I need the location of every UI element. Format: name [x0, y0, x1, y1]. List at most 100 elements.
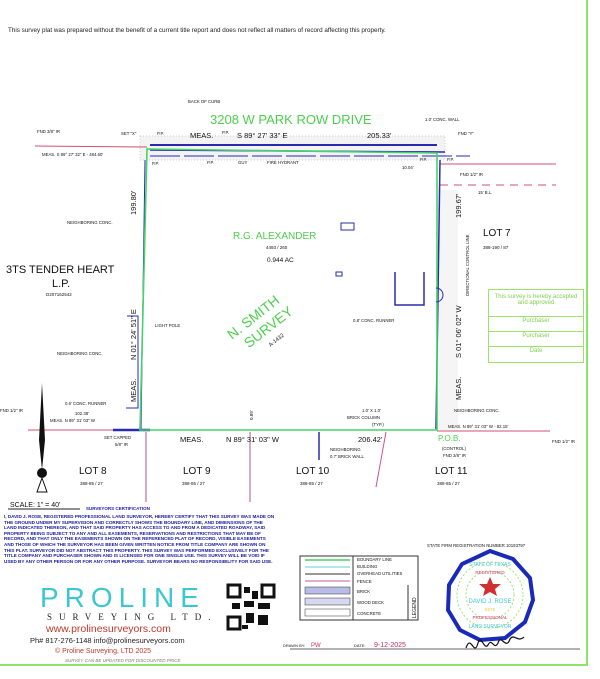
purchaser-line-2[interactable]: Purchaser — [489, 332, 583, 347]
note-brick-column: BRICK COLUMN — [347, 415, 380, 420]
note-set-capped: SET CAPPED — [104, 435, 131, 440]
legend-item: CONCRETE — [357, 611, 381, 616]
firm-registration: STATE FIRM REGISTRATION NUMBER 10193797 — [427, 543, 526, 548]
note-pp: P.P. — [222, 130, 229, 135]
company-subtitle: SURVEYING LTD. — [47, 612, 218, 622]
acceptance-text: This survey is hereby accepted and appro… — [489, 290, 583, 317]
note-fnd-12-ir: FND 1/2" IR — [460, 172, 483, 177]
legend-item: WOOD DECK — [357, 600, 384, 605]
utility-box — [335, 271, 343, 277]
note-pp: P.P. — [420, 157, 427, 162]
note-brick-column: (TYP.) — [372, 422, 384, 427]
seal-name: DAVID J. ROSE — [469, 599, 512, 605]
legend-labels: BOUNDARY LINE BUILDING OVERHEAD UTILITIE… — [357, 557, 418, 618]
owner-area: 0.944 AC — [267, 257, 294, 264]
legend-title: LEGEND — [412, 597, 418, 618]
disclaimer: This survey plat was prepared without th… — [8, 27, 386, 34]
note-pp: P.P. — [157, 131, 164, 136]
lot-10-label: LOT 10 — [296, 466, 330, 477]
purchaser-line-1[interactable]: Purchaser — [489, 317, 583, 332]
neighboring-concrete — [126, 315, 139, 409]
offset-top: 10.04' — [402, 165, 414, 170]
left-dist: 199.80' — [129, 190, 138, 215]
bottom-meas: MEAS. — [180, 435, 203, 444]
right-bearing: S 01° 06' 02" W — [454, 305, 463, 358]
surveyor-certification: I, DAVID J. ROSE, REGISTERED PROFESSIONA… — [4, 514, 275, 564]
note-fire-hydrant: FIRE HYDRANT — [267, 160, 299, 165]
seal-bottom: LAND SURVEYOR — [469, 624, 512, 630]
note-brick-column: 1.0' X 1.0' — [362, 408, 381, 413]
legend — [299, 555, 419, 621]
seal-number: 5976 — [485, 607, 496, 612]
bottom-bearing: N 89° 31' 03" W — [226, 435, 280, 444]
note-fnd-y: FND "Y" — [458, 131, 474, 136]
date-label: DATE: — [354, 643, 365, 648]
drawn-by-label: DRAWN BY: — [283, 643, 305, 648]
seal-professional: PROFESSIONAL — [472, 615, 508, 620]
street-name: 3208 W PARK ROW DRIVE — [210, 112, 372, 127]
qr-code — [226, 583, 276, 631]
note-neighboring-conc: NEIGHBORING CONC. — [67, 220, 113, 225]
owner-record: 4493 / 260 — [266, 245, 288, 250]
legend-item: BOUNDARY LINE — [357, 557, 392, 562]
offset: 0.89' — [249, 410, 254, 420]
lot-11-label: LOT 11 — [435, 466, 468, 477]
note-neighboring-conc: NEIGHBORING CONC. — [57, 351, 103, 356]
conc-runner — [394, 272, 425, 306]
owner-name: R.G. ALEXANDER — [233, 231, 316, 242]
scale: SCALE: 1" = 40' — [10, 502, 60, 509]
drive-concrete — [438, 190, 458, 430]
note-building-line: 15' B.L. — [478, 190, 492, 195]
note-fnd-12-ir-left: FND 1/2" IR — [0, 408, 23, 413]
top-bearing: S 89° 27' 33" E — [237, 131, 287, 140]
legend-item: BUILDING — [357, 564, 378, 569]
left-bearing: N 01° 24' 51" E — [129, 309, 138, 360]
company-copyright: © Proline Surveying, LTD 2025 — [55, 648, 152, 655]
adjoiner-record: D207162542 — [46, 292, 72, 297]
note-guy: GUY — [238, 160, 247, 165]
note-fnd-38-ir: FND 3/8" IR — [37, 129, 60, 134]
utility-box — [340, 222, 355, 231]
legend-item: OVERHEAD UTILITIES — [357, 571, 402, 576]
surveyor-seal: STATE OF TEXAS REGISTERED DAVID J. ROSE … — [445, 548, 536, 643]
lot-8-record: 388-85 / 27 — [80, 481, 103, 486]
legend-item: BRICK — [357, 589, 370, 594]
certification-title: SURVEYORS CERTIFICATION — [86, 506, 150, 511]
pob-label: P.O.B. — [438, 434, 461, 443]
company-contact: Ph# 817-276-1148 info@prolinesurveyors.c… — [30, 636, 185, 645]
sheet-frame — [0, 0, 588, 666]
note-set-capped-size: 5/8" IR — [115, 442, 128, 447]
note-pp: P.P. — [207, 160, 214, 165]
bottom-right-tie-call: MEAS. N 89° 31' 03" W - 82.15' — [448, 424, 508, 429]
bottom-dist: 206.42' — [358, 435, 383, 444]
boundary-line — [139, 148, 438, 431]
note-neighboring-wall: 0.7' BRICK WALL — [330, 454, 364, 459]
adjoiner-lp: L.P. — [52, 278, 70, 290]
company-logo: PROLINE — [40, 582, 205, 613]
lot-line — [375, 431, 387, 488]
drawn-by: PW — [311, 643, 321, 649]
lot-10-record: 388-85 / 27 — [300, 481, 323, 486]
bottom-left-tie-call: MEAS. N 89° 31' 03" W — [50, 418, 96, 423]
lot-7-record: 388-190 / 87 — [483, 245, 509, 250]
date-line[interactable]: Date — [529, 348, 543, 354]
note-pp: P.P. — [152, 161, 159, 166]
note-neighboring-wall: NEIGHBORING — [330, 447, 361, 452]
note-neighboring-conc: NEIGHBORING CONC. — [454, 408, 500, 413]
note-pp: P.P. — [447, 157, 454, 162]
company-url[interactable]: www.prolinesurveyors.com — [46, 623, 171, 635]
seal-top: STATE OF TEXAS — [469, 562, 511, 568]
right-meas: MEAS. — [454, 377, 463, 400]
legend-item: FENCE — [357, 579, 372, 584]
top-meas: MEAS. — [190, 131, 213, 140]
lot-7-label: LOT 7 — [483, 228, 511, 239]
note-conc-wall: 1.0' CONC. WALL — [425, 117, 460, 122]
bottom-left-tie-dist: 102.38' — [75, 411, 89, 416]
north-arrow-icon — [36, 383, 48, 493]
lot-9-label: LOT 9 — [183, 466, 211, 477]
acceptance-box: This survey is hereby accepted and appro… — [488, 289, 584, 363]
lot-9-record: 388-85 / 27 — [182, 481, 205, 486]
seal-registered: REGISTERED — [475, 570, 505, 575]
note-set-x: SET "X" — [121, 131, 137, 136]
